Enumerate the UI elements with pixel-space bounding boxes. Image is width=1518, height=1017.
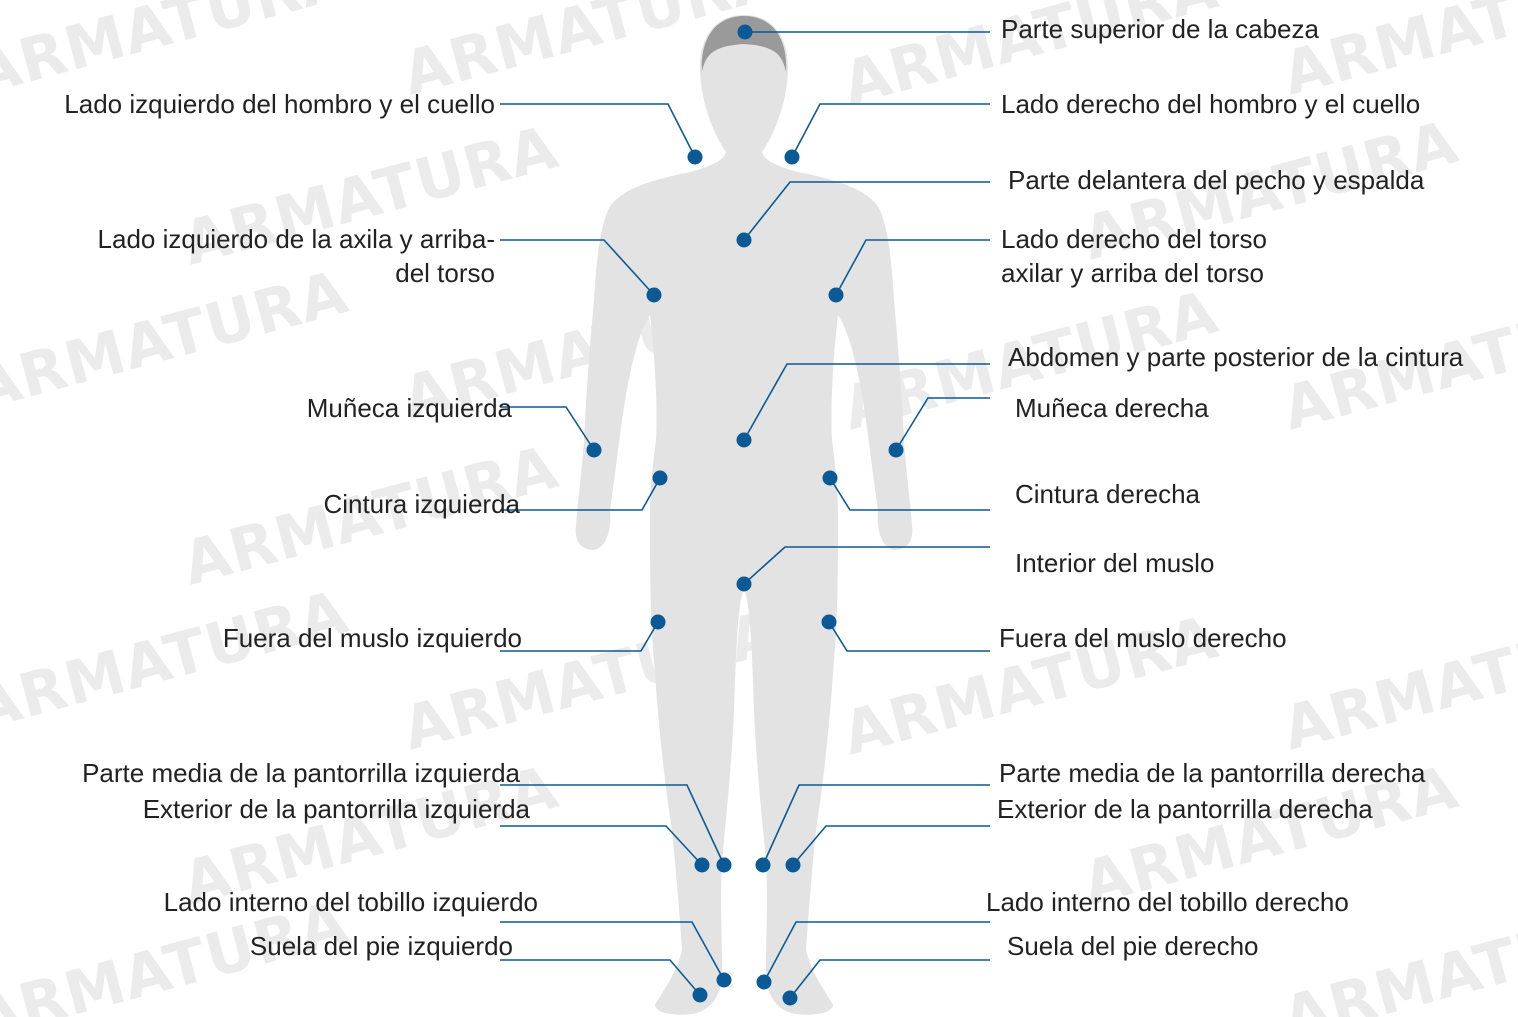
- leader-line-inner-thigh: [743, 546, 990, 585]
- point-left-outer-thigh[interactable]: [650, 614, 666, 630]
- label-right-axilla-line2: axilar y arriba del torso: [1001, 258, 1264, 288]
- label-inner-thigh: Interior del muslo: [1015, 548, 1214, 578]
- watermark: ARMATURA: [0, 577, 355, 744]
- point-left-outer-calf[interactable]: [694, 857, 710, 873]
- label-left-waist: Cintura izquierda: [323, 489, 520, 519]
- leader-line-left-wrist: [500, 406, 595, 451]
- leader-line-left-outer-calf: [500, 825, 703, 866]
- human-silhouette: [575, 15, 913, 1015]
- leader-line-left-waist: [500, 477, 661, 511]
- leader-line-right-wrist: [895, 397, 990, 451]
- leader-line-right-sole: [789, 959, 990, 999]
- labels: Parte superior de la cabeza Lado izquier…: [64, 14, 1464, 961]
- watermark: ARMATURA: [0, 257, 355, 424]
- point-right-outer-thigh[interactable]: [821, 614, 837, 630]
- leader-line-right-inner-ankle: [763, 921, 990, 983]
- leader-line-abdomen-waist: [743, 363, 990, 441]
- leader-line-left-axilla: [500, 239, 655, 296]
- label-right-waist: Cintura derecha: [1015, 479, 1201, 509]
- point-abdomen-waist[interactable]: [736, 432, 752, 448]
- label-left-mid-calf: Parte media de la pantorrilla izquierda: [82, 758, 520, 788]
- point-left-mid-calf[interactable]: [716, 857, 732, 873]
- label-right-inner-ankle: Lado interno del tobillo derecho: [986, 887, 1349, 917]
- label-right-axilla-line1: Lado derecho del torso: [1001, 224, 1267, 254]
- point-right-wrist[interactable]: [888, 442, 904, 458]
- label-left-sole: Suela del pie izquierdo: [250, 931, 513, 961]
- leader-lines: [500, 31, 990, 999]
- point-right-mid-calf[interactable]: [755, 857, 771, 873]
- watermark: ARMATURA: [176, 112, 565, 279]
- leader-line-left-shoulder-neck: [500, 103, 696, 158]
- point-right-outer-calf[interactable]: [785, 857, 801, 873]
- leader-line-right-axilla: [835, 239, 990, 296]
- label-left-axilla-line2: del torso: [395, 258, 495, 288]
- measurement-points: [586, 24, 904, 1006]
- label-head-top: Parte superior de la cabeza: [1001, 14, 1320, 44]
- point-left-shoulder-neck[interactable]: [687, 149, 703, 165]
- label-right-mid-calf: Parte media de la pantorrilla derecha: [999, 758, 1426, 788]
- label-abdomen-waist: Abdomen y parte posterior de la cintura: [1008, 342, 1464, 372]
- point-right-shoulder-neck[interactable]: [784, 149, 800, 165]
- point-right-waist[interactable]: [822, 470, 838, 486]
- leader-line-right-outer-calf: [792, 825, 990, 866]
- point-left-axilla[interactable]: [646, 287, 662, 303]
- point-right-axilla[interactable]: [828, 287, 844, 303]
- point-left-inner-ankle[interactable]: [716, 972, 732, 988]
- hair-shape: [701, 16, 787, 72]
- leader-line-right-shoulder-neck: [791, 103, 990, 158]
- watermark: ARMATURA: [1276, 597, 1518, 764]
- point-inner-thigh[interactable]: [736, 576, 752, 592]
- label-left-shoulder-neck: Lado izquierdo del hombro y el cuello: [64, 89, 495, 119]
- leader-line-right-outer-thigh: [828, 621, 990, 652]
- label-left-wrist: Muñeca izquierda: [307, 393, 513, 423]
- label-left-outer-thigh: Fuera del muslo izquierdo: [223, 623, 522, 653]
- label-right-outer-calf: Exterior de la pantorrilla derecha: [997, 794, 1373, 824]
- leader-line-right-mid-calf: [762, 784, 990, 866]
- leader-line-left-mid-calf: [500, 784, 725, 866]
- label-left-axilla-line1: Lado izquierdo de la axila y arriba-: [98, 224, 495, 254]
- point-left-waist[interactable]: [652, 470, 668, 486]
- leader-line-chest-back: [743, 181, 990, 241]
- point-left-sole[interactable]: [692, 987, 708, 1003]
- leader-line-left-sole: [500, 959, 701, 996]
- point-right-inner-ankle[interactable]: [756, 974, 772, 990]
- body-shape: [575, 15, 913, 1015]
- point-left-wrist[interactable]: [586, 442, 602, 458]
- label-left-outer-calf: Exterior de la pantorrilla izquierda: [143, 794, 531, 824]
- label-right-sole: Suela del pie derecho: [1007, 931, 1259, 961]
- leader-line-left-inner-ankle: [500, 921, 725, 981]
- point-chest-back[interactable]: [736, 232, 752, 248]
- leader-line-left-outer-thigh: [500, 621, 659, 652]
- point-right-sole[interactable]: [782, 990, 798, 1006]
- label-left-inner-ankle: Lado interno del tobillo izquierdo: [164, 887, 538, 917]
- label-right-shoulder-neck: Lado derecho del hombro y el cuello: [1001, 89, 1420, 119]
- label-chest-back: Parte delantera del pecho y espalda: [1008, 165, 1425, 195]
- point-head-top[interactable]: [737, 24, 753, 40]
- label-right-wrist: Muñeca derecha: [1015, 393, 1209, 423]
- label-right-outer-thigh: Fuera del muslo derecho: [999, 623, 1287, 653]
- leader-line-right-waist: [829, 477, 990, 511]
